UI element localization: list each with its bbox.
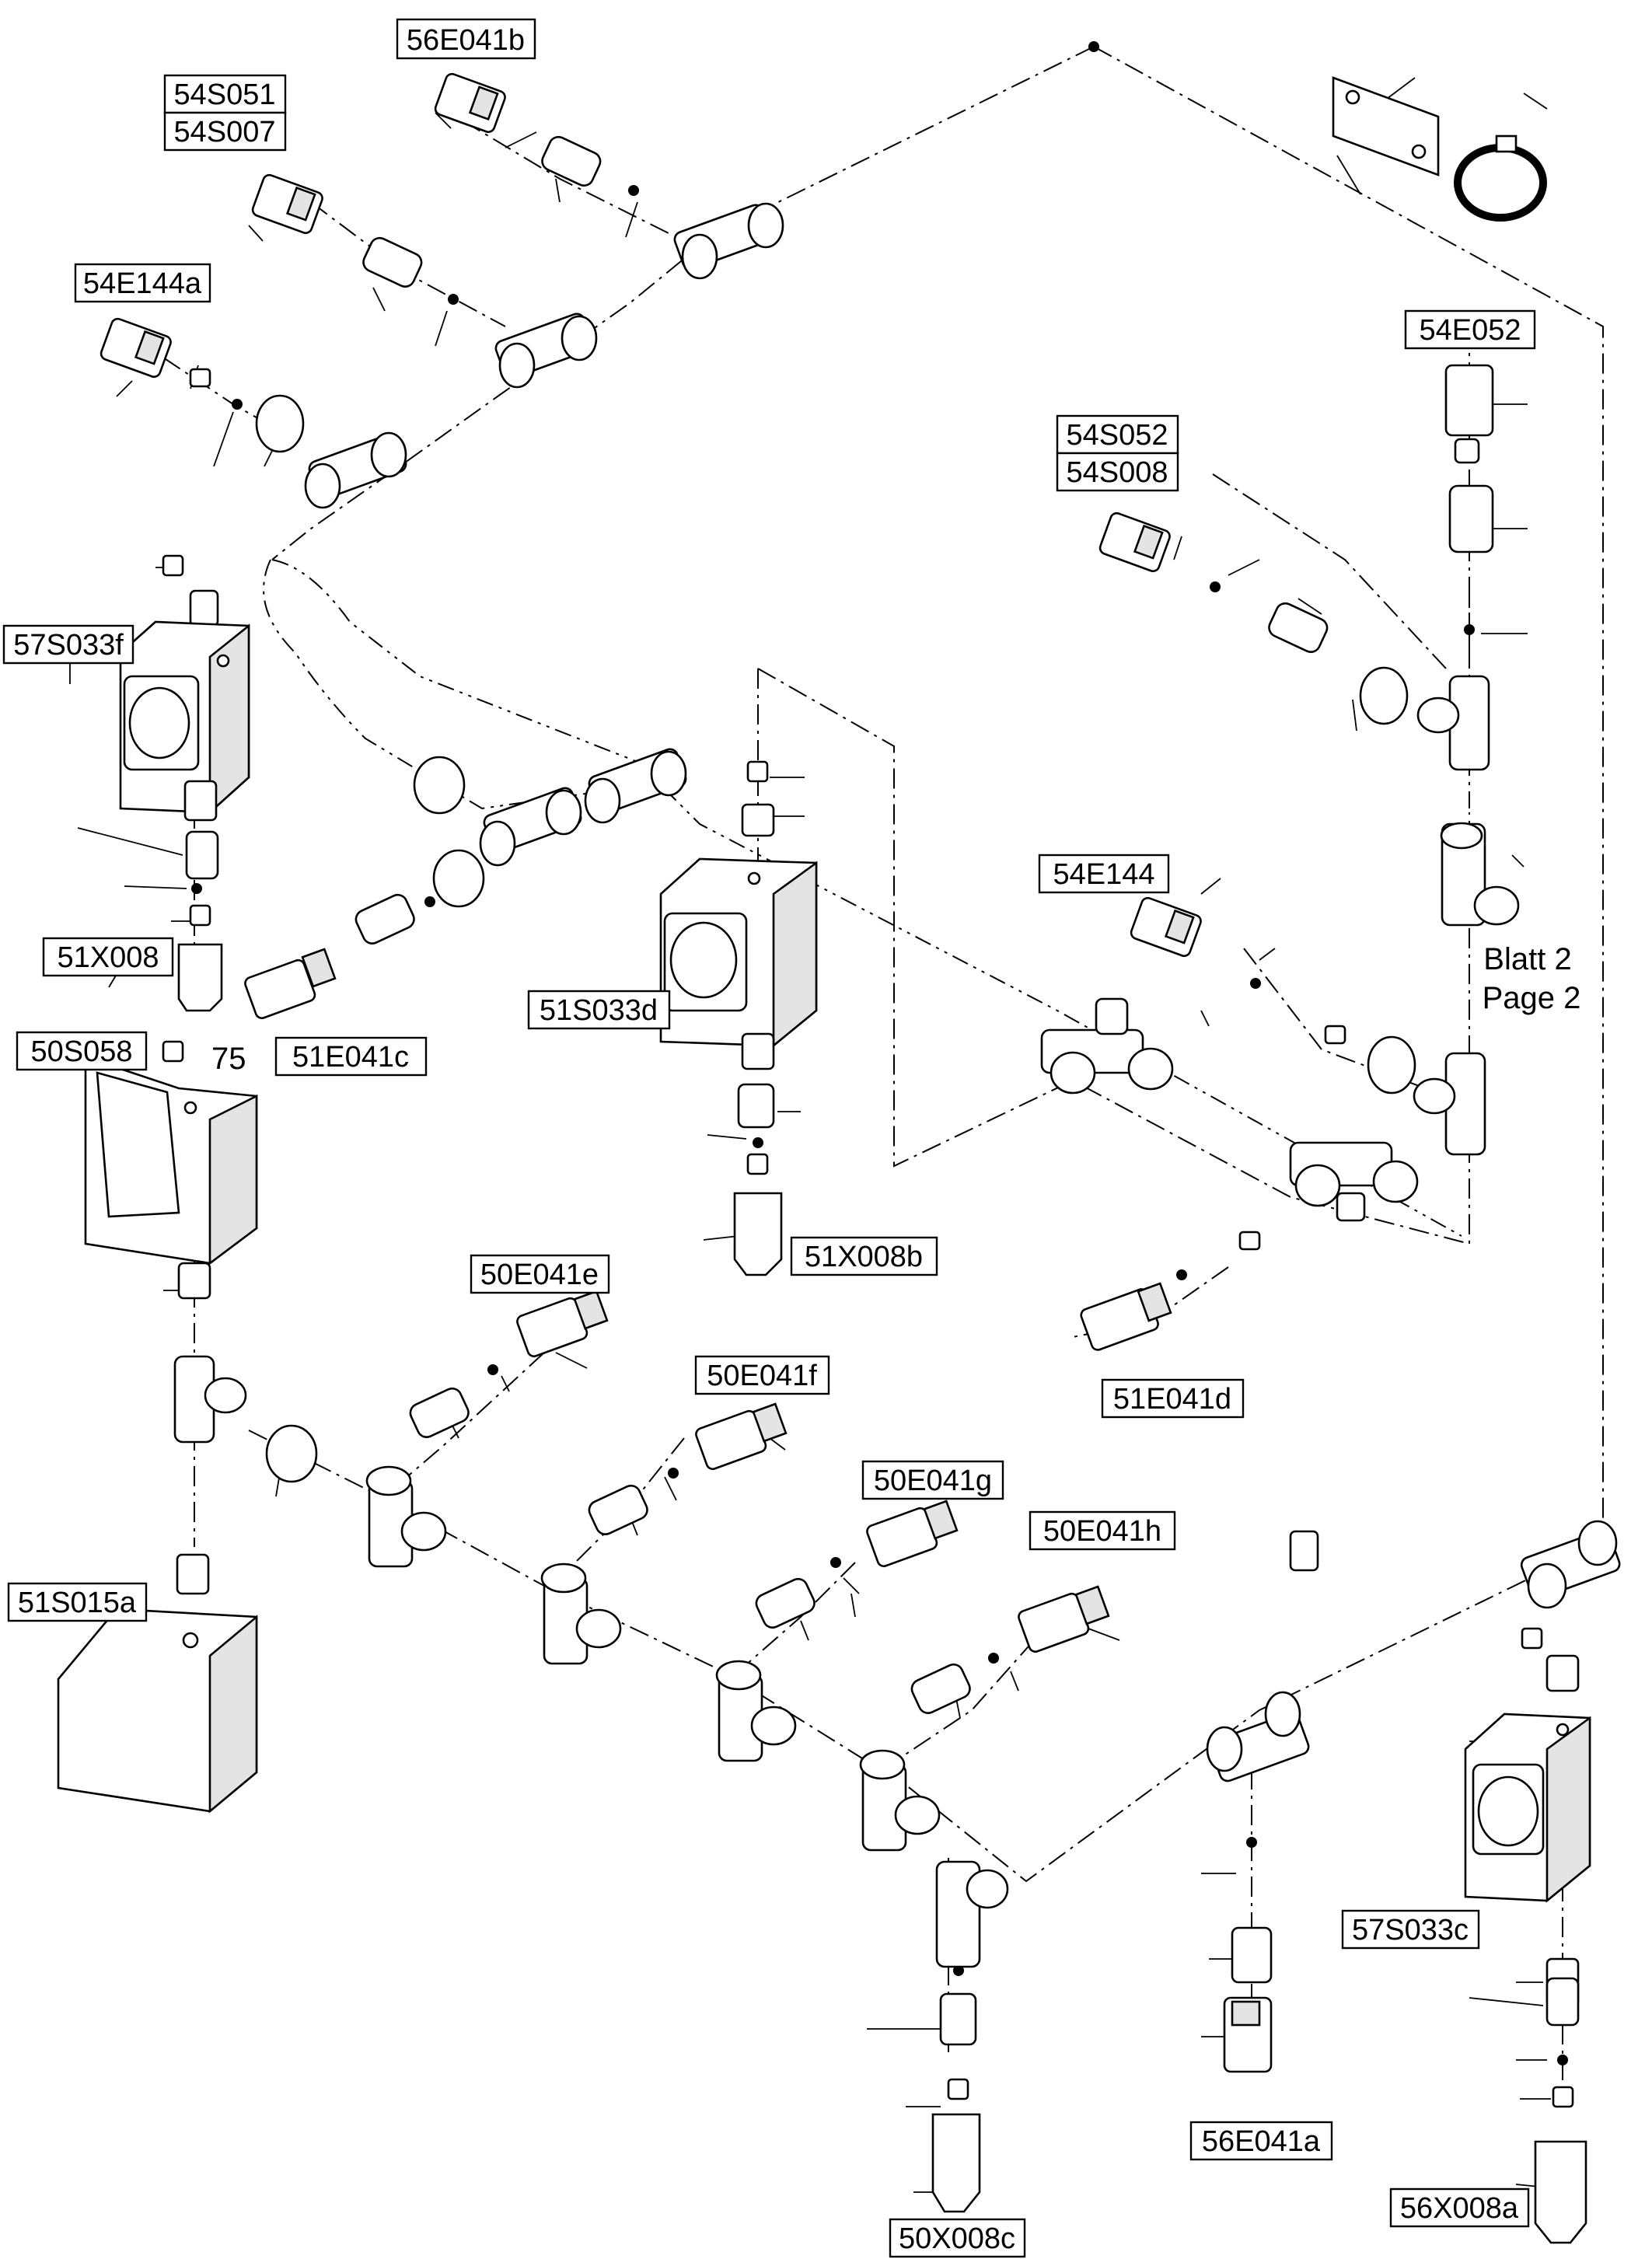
svg-text:50X008c: 50X008c [899,2222,1015,2255]
bracket-plate [1332,76,1440,176]
connector-50E041g [866,1500,959,1568]
label-57S033c: 57S033c [1341,1909,1480,1950]
tee-fitting-50E041g [715,1660,797,1762]
tee-fitting-right-2 [1440,822,1520,927]
svg-text:50E041f: 50E041f [707,1360,817,1392]
label-51S015a: 51S015a [7,1582,148,1622]
label-50E041g: 50E041g [861,1460,1004,1500]
label-51S033d: 51S033d [527,990,671,1030]
tee-fitting-50E041e [365,1465,447,1568]
tee-fitting-50E041f [540,1562,622,1665]
label-57S033f: 57S033f [2,624,134,665]
svg-text:50E041h: 50E041h [1043,1515,1161,1548]
svg-text:51E041c: 51E041c [292,1041,409,1074]
tee-fitting-bottom-1 [935,1860,1009,1968]
tee-fitting-right-3 [1413,1052,1486,1156]
svg-text:54S008: 54S008 [1066,456,1168,489]
svg-text:51X008b: 51X008b [805,1241,923,1273]
connector-51E041c [244,948,337,1020]
label-50E041f: 50E041f [694,1355,830,1395]
tee-fitting-3 [304,431,407,509]
svg-text:51E041d: 51E041d [1113,1383,1231,1416]
connector-54E144 [1130,896,1202,958]
svg-text:56E041a: 56E041a [1202,2125,1321,2158]
svg-text:56X008a: 56X008a [1400,2192,1519,2225]
label-54E052: 54E052 [1404,309,1536,350]
label-50E041e: 50E041e [470,1254,610,1294]
label-56E041b: 56E041b [396,18,536,60]
connector-54S052 [1098,512,1171,573]
item-number-75: 75 [211,1042,246,1076]
leader-lines [69,77,1556,2193]
svg-text:57S033f: 57S033f [13,629,124,662]
tee-fitting-mid-2 [1289,1141,1419,1222]
label-54E144a: 54E144a [74,263,211,303]
connector-50E041f [695,1402,788,1471]
tee-fitting-bottom-2 [1206,1691,1310,1782]
tee-fitting-right-bottom [1520,1520,1621,1609]
label-50E041h: 50E041h [1029,1510,1176,1551]
tee-fitting-centre-1 [479,787,582,867]
svg-text:54E052: 54E052 [1419,314,1521,347]
svg-text:54S007: 54S007 [173,116,275,148]
svg-text:50E041e: 50E041e [480,1259,599,1291]
svg-text:51X008: 51X008 [57,941,159,974]
cable-tie [1454,134,1547,222]
annotations: 75 Blatt 2 Page 2 [211,942,1580,1076]
label-54S052: 54S052 [1056,414,1179,455]
svg-text:54S052: 54S052 [1066,419,1168,452]
svg-text:54S051: 54S051 [173,79,275,111]
svg-text:51S015a: 51S015a [18,1587,137,1619]
junction-dots [191,41,1568,2065]
svg-text:56E041b: 56E041b [407,24,525,57]
svg-text:54E144: 54E144 [1053,858,1154,891]
label-51X008b: 51X008b [790,1236,938,1276]
label-56E041a: 56E041a [1189,2121,1333,2161]
label-56X008a: 56X008a [1389,2187,1530,2228]
label-51X008: 51X008 [42,937,174,977]
label-51E041c: 51E041c [274,1036,428,1077]
tee-fitting-2 [494,312,598,389]
connector-50E041e [516,1290,609,1358]
label-54S007: 54S007 [163,111,287,152]
connector-50E041h [1018,1585,1110,1653]
svg-text:57S033c: 57S033c [1352,1914,1469,1947]
sheet-reference-blatt: Blatt 2 [1483,942,1571,976]
connector-51E041d [1080,1282,1172,1351]
sheet-reference-page: Page 2 [1483,981,1581,1015]
connector-54S051 [251,173,323,235]
connector-56E041b [434,72,506,134]
valve-block-57S033f [119,620,250,815]
label-54E144: 54E144 [1038,854,1170,894]
svg-text:51S033d: 51S033d [540,994,658,1027]
tee-fitting-centre-2 [584,748,687,824]
valve-block-51S033d [659,857,818,1048]
svg-text:54E144a: 54E144a [83,267,202,300]
label-51E041d: 51E041d [1101,1378,1245,1419]
part-labels: 56E041b 54S051 54S007 54E144a 54E052 54S… [2,18,1536,2258]
label-50S058: 50S058 [16,1031,148,1071]
svg-text:50S058: 50S058 [30,1035,132,1068]
tee-fitting-mid-1 [1040,997,1174,1095]
components [57,72,1621,2244]
svg-text:50E041g: 50E041g [874,1465,992,1497]
connector-54E144a [100,317,172,379]
tee-fitting-left-1 [173,1355,247,1444]
tee-fitting-50E041h [859,1749,941,1852]
tee-fitting-1 [673,202,784,280]
tee-fitting-right-1 [1416,675,1490,771]
valve-block-51S015a [57,1608,258,1814]
label-54S008: 54S008 [1056,452,1179,492]
valve-block-57S033c [1464,1713,1591,1903]
valve-block-50S058 [84,1056,258,1266]
label-50X008c: 50X008c [889,2218,1026,2258]
label-54S051: 54S051 [163,74,287,114]
